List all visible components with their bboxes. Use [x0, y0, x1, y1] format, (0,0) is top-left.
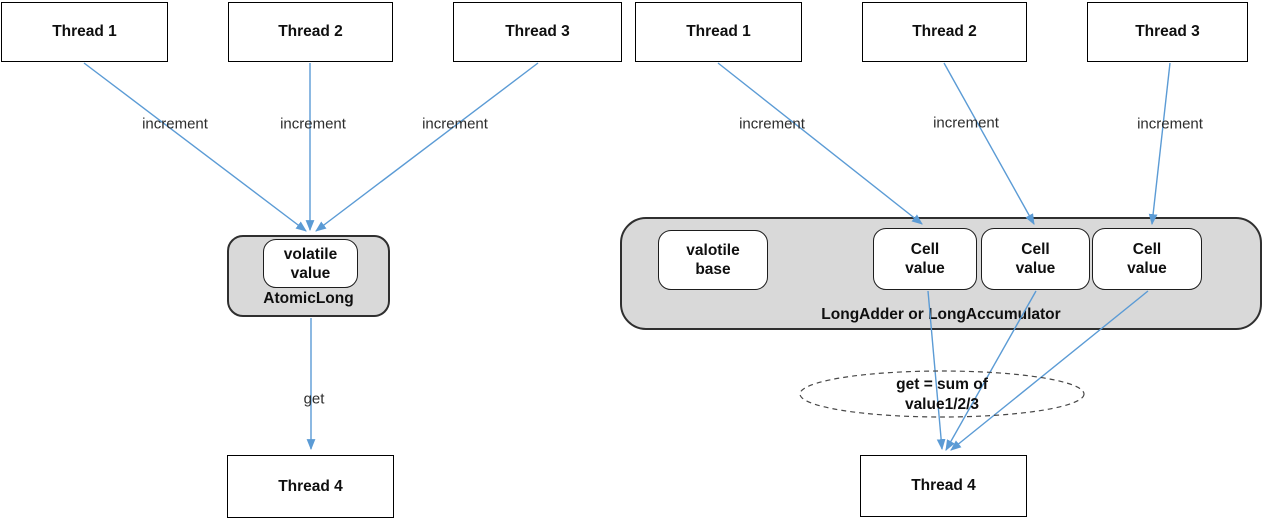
edge-left-increment-3	[315, 62, 539, 232]
cell-value-node-2: Cell value	[981, 228, 1090, 290]
right-thread-3-node: Thread 3	[1087, 2, 1248, 62]
right-thread-1-node: Thread 1	[635, 2, 802, 62]
get-label: get	[303, 390, 325, 408]
edge-right-increment-3	[1148, 62, 1171, 226]
edge-right-increment-1	[717, 62, 923, 225]
right-increment-label-2: increment	[933, 114, 999, 132]
left-increment-label-1: increment	[142, 115, 208, 133]
cell-value-node-3: Cell value	[1092, 228, 1202, 290]
get-sum-label: get = sum of value1/2/3	[896, 376, 988, 413]
longadder-title: LongAdder or LongAccumulator	[821, 306, 1061, 323]
edge-left-increment-1	[83, 62, 307, 232]
right-thread-4-node: Thread 4	[860, 455, 1027, 517]
atomiclong-title: AtomicLong	[263, 290, 354, 307]
right-increment-label-3: increment	[1137, 115, 1203, 133]
right-increment-label-1: increment	[739, 115, 805, 133]
left-thread-4-node: Thread 4	[227, 455, 394, 518]
left-thread-2-node: Thread 2	[228, 2, 393, 62]
left-increment-label-3: increment	[422, 115, 488, 133]
volatile-value-node: volatile value	[263, 239, 358, 288]
valotile-base-node: valotile base	[658, 230, 768, 290]
cell-value-node-1: Cell value	[873, 228, 977, 290]
left-thread-1-node: Thread 1	[1, 2, 168, 62]
left-increment-label-2: increment	[280, 115, 346, 133]
edge-right-increment-2	[943, 62, 1035, 225]
right-thread-2-node: Thread 2	[862, 2, 1027, 62]
left-thread-3-node: Thread 3	[453, 2, 622, 62]
